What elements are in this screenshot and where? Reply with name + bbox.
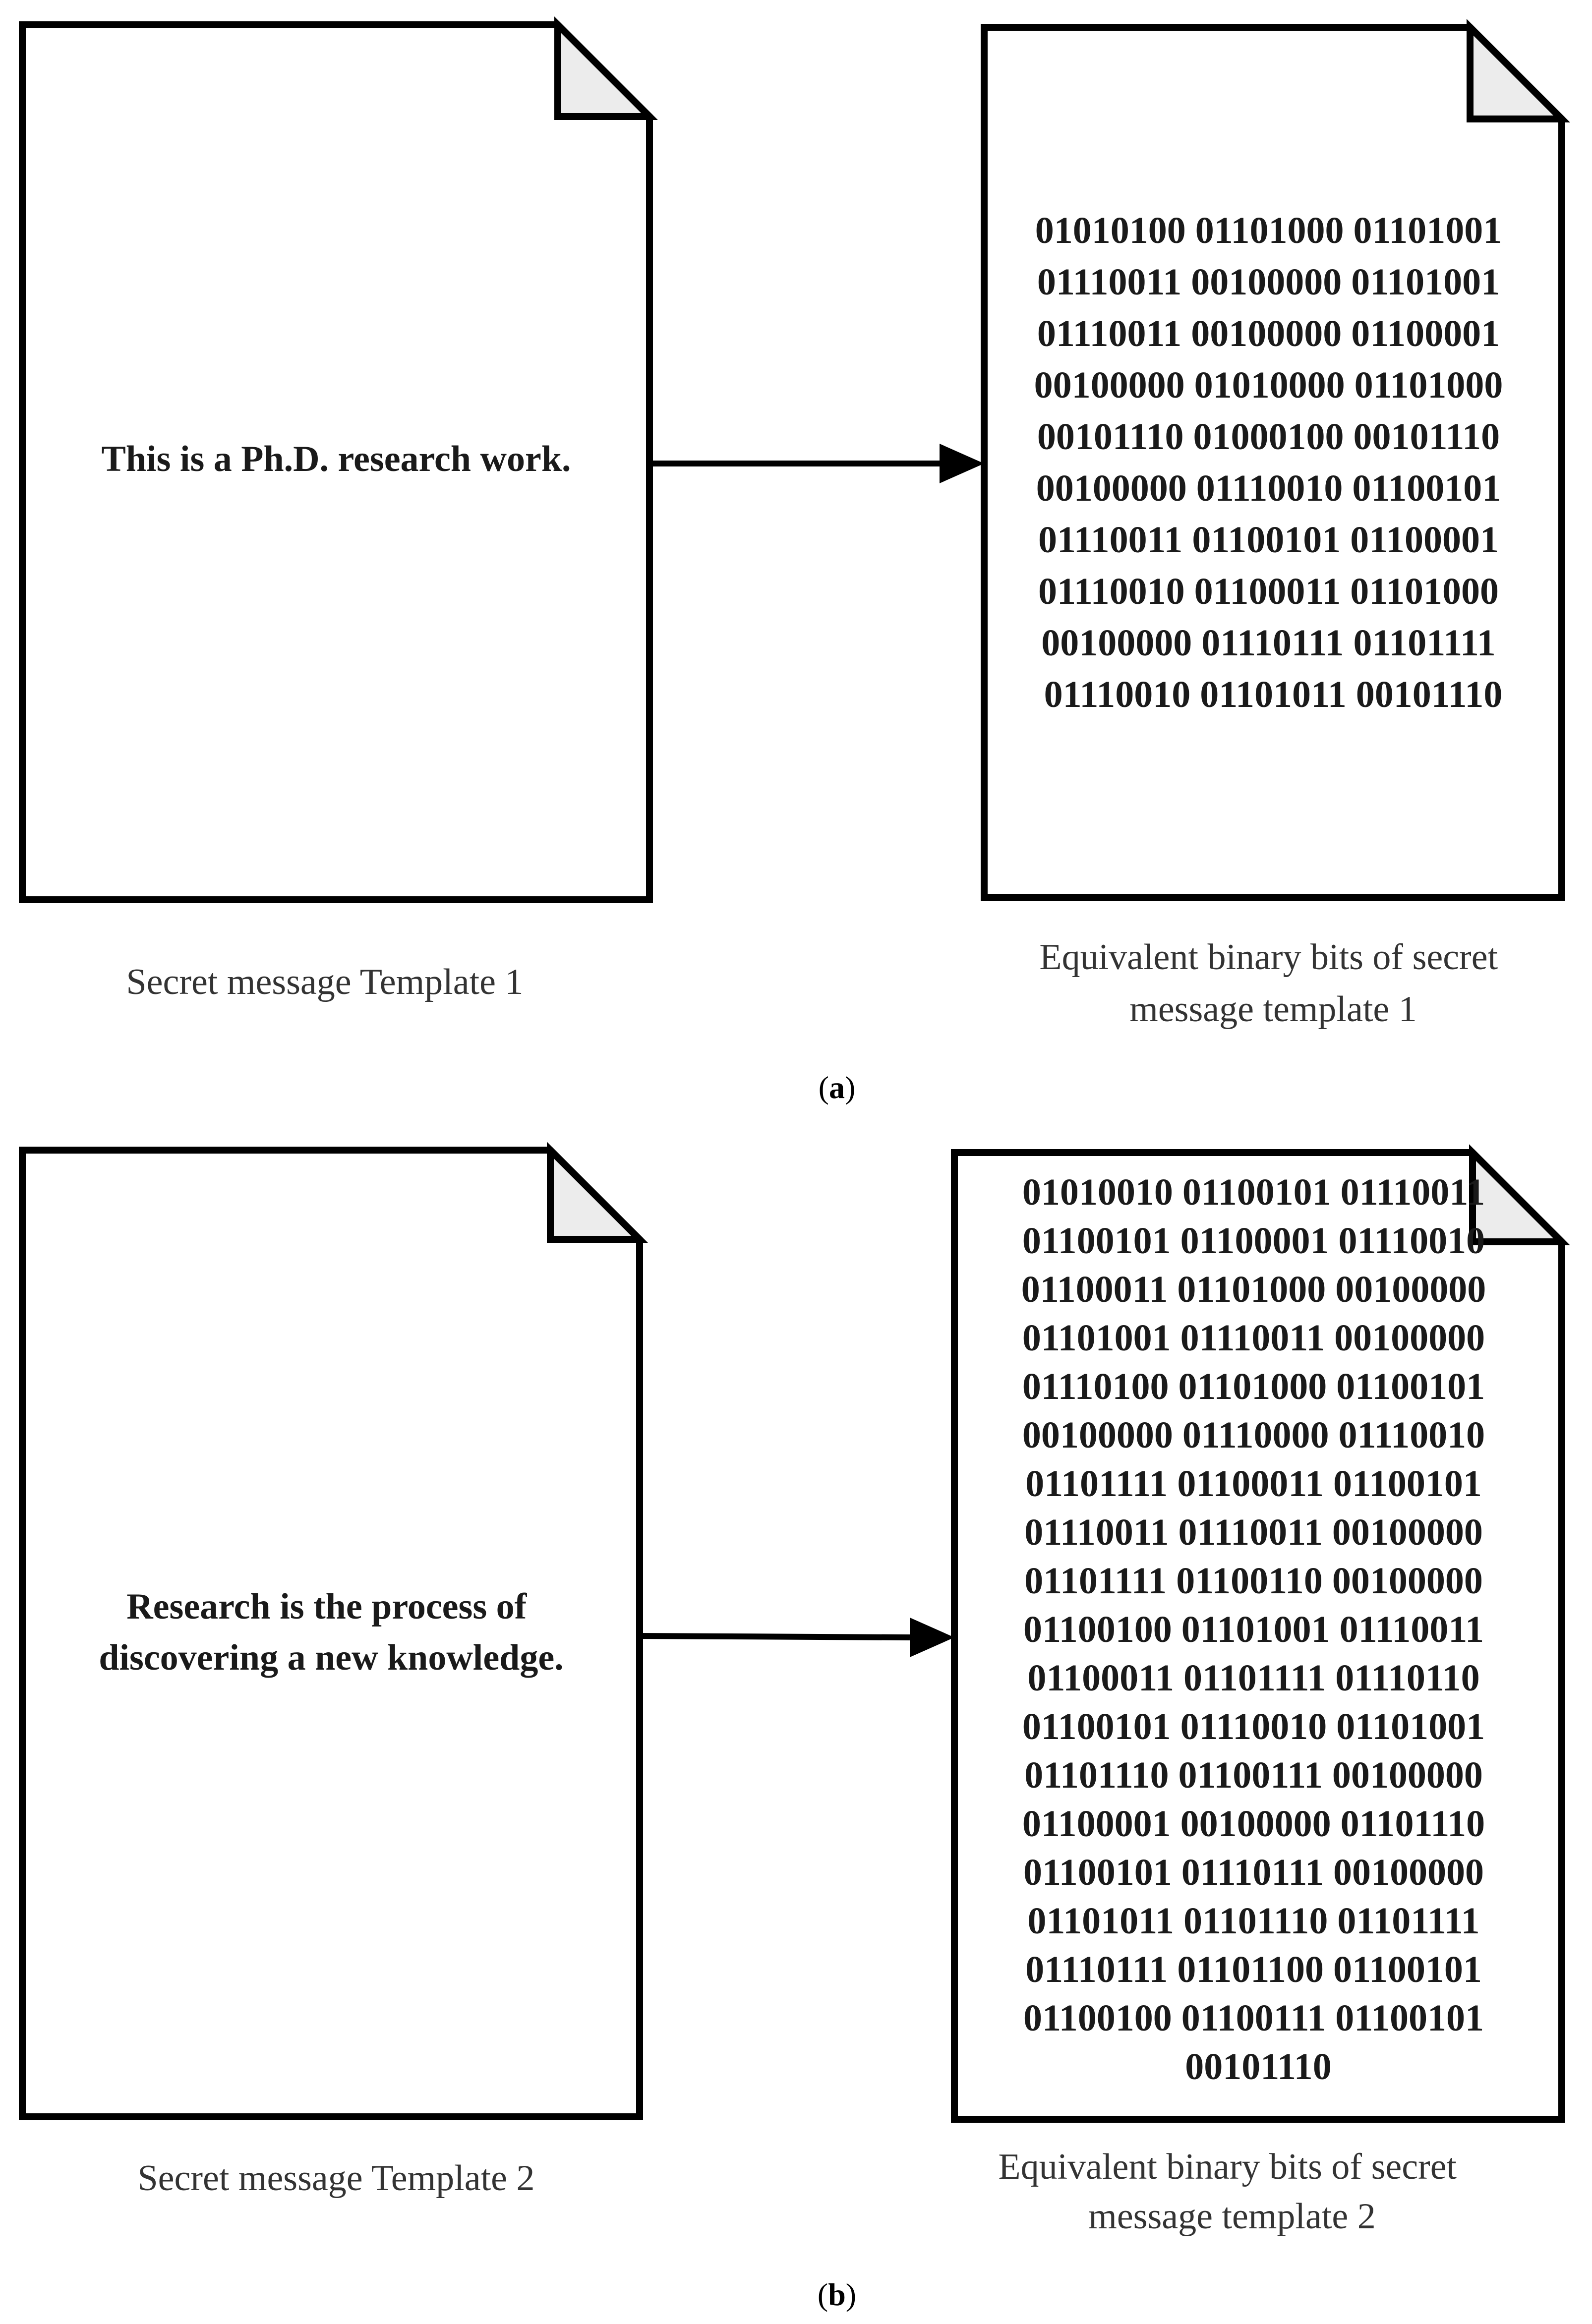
caption-line: Equivalent binary bits of secret <box>998 2147 1457 2187</box>
binary-line: 01100101 01110010 01101001 <box>1022 1706 1485 1747</box>
panel-a: This is a Ph.D. research work. 01010100 … <box>19 16 1570 1105</box>
binary-line: 00100000 01110111 01101111 <box>1041 622 1495 664</box>
binary-line: 01110100 01101000 01100101 <box>1022 1366 1485 1407</box>
arrow-head-icon <box>910 1618 954 1657</box>
caption-secret-message-2: Secret message Template 2 <box>138 2158 535 2199</box>
page-fold-icon <box>554 16 658 120</box>
secret-message-text: Research is the process of discovering a… <box>99 1586 563 1678</box>
binary-line: 01101001 01110011 00100000 <box>1022 1317 1485 1359</box>
binary-line: 01110011 00100000 01100001 <box>1037 313 1500 354</box>
binary-line: 00100000 01010000 01101000 <box>1034 364 1503 406</box>
conversion-arrow-2 <box>639 1618 954 1657</box>
binary-line: 01100100 01100111 01100101 <box>1023 1997 1484 2039</box>
binary-line: 01110011 01110011 00100000 <box>1024 1511 1483 1553</box>
secret-message-document-2: Research is the process of discovering a… <box>19 1142 648 2120</box>
binary-line: 01100001 00100000 01101110 <box>1022 1803 1485 1845</box>
caption-secret-message-1: Secret message Template 1 <box>126 962 524 1002</box>
binary-line: 01101111 01100011 01100101 <box>1025 1463 1482 1505</box>
binary-line: 01100100 01101001 01110011 <box>1023 1609 1484 1650</box>
panel-label-a: (a) <box>819 1070 856 1105</box>
binary-bits-text: 01010010 01100101 01110011 01100101 0110… <box>1021 1171 1495 2088</box>
binary-line: 01101011 01101110 01101111 <box>1027 1900 1479 1942</box>
arrow-head-icon <box>940 444 984 483</box>
secret-message-line: Research is the process of <box>126 1586 527 1627</box>
binary-line: 00100000 01110010 01100101 <box>1036 467 1501 509</box>
conversion-arrow-1 <box>649 444 984 483</box>
binary-line: 01110010 01100011 01101000 <box>1038 571 1499 612</box>
binary-line: 01100101 01110111 00100000 <box>1023 1852 1484 1893</box>
caption-line: message template 1 <box>1129 989 1416 1030</box>
binary-line: 01101110 01100111 00100000 <box>1024 1754 1483 1796</box>
binary-document-1: 01010100 01101000 01101001 01110011 0010… <box>981 19 1570 901</box>
binary-line: 00100000 01110000 01110010 <box>1022 1414 1485 1456</box>
binary-line: 01110010 01101011 00101110 <box>1044 674 1503 715</box>
caption-line: message template 2 <box>1088 2196 1375 2237</box>
binary-document-2: 01010010 01100101 01110011 01100101 0110… <box>951 1144 1570 2123</box>
page-fold-icon <box>547 1142 648 1243</box>
secret-message-line: discovering a new knowledge. <box>99 1637 563 1678</box>
binary-line: 01010010 01100101 01110011 <box>1022 1171 1485 1213</box>
binary-line: 01101111 01100110 00100000 <box>1024 1560 1483 1602</box>
binary-line: 01010100 01101000 01101001 <box>1035 210 1502 251</box>
page-fold-icon <box>1469 1144 1570 1245</box>
binary-line: 01100011 01101000 00100000 <box>1021 1269 1486 1310</box>
secret-message-document-1: This is a Ph.D. research work. <box>19 16 658 903</box>
secret-message-line: This is a Ph.D. research work. <box>102 439 571 479</box>
binary-line: 01110011 00100000 01101001 <box>1037 261 1500 303</box>
caption-binary-bits-1: Equivalent binary bits of secret message… <box>1039 937 1507 1030</box>
binary-line: 00101110 01000100 00101110 <box>1037 416 1500 458</box>
page-fold-icon <box>1467 19 1570 122</box>
caption-line: Equivalent binary bits of secret <box>1039 937 1498 978</box>
binary-line: 01110111 01101100 01100101 <box>1025 1949 1482 1990</box>
panel-label-b: (b) <box>818 2277 856 2312</box>
panel-b: Research is the process of discovering a… <box>19 1142 1570 2312</box>
binary-bits-text: 01010100 01101000 01101001 01110011 0010… <box>1034 210 1513 715</box>
caption-binary-bits-2: Equivalent binary bits of secret message… <box>998 2147 1466 2237</box>
binary-line: 01100101 01100001 01110010 <box>1022 1220 1485 1262</box>
binary-line: 01110011 01100101 01100001 <box>1038 519 1499 561</box>
secret-message-text: This is a Ph.D. research work. <box>102 439 571 479</box>
binary-line: 01100011 01101111 01110110 <box>1027 1657 1479 1699</box>
binary-line: 00101110 <box>1185 2046 1332 2088</box>
